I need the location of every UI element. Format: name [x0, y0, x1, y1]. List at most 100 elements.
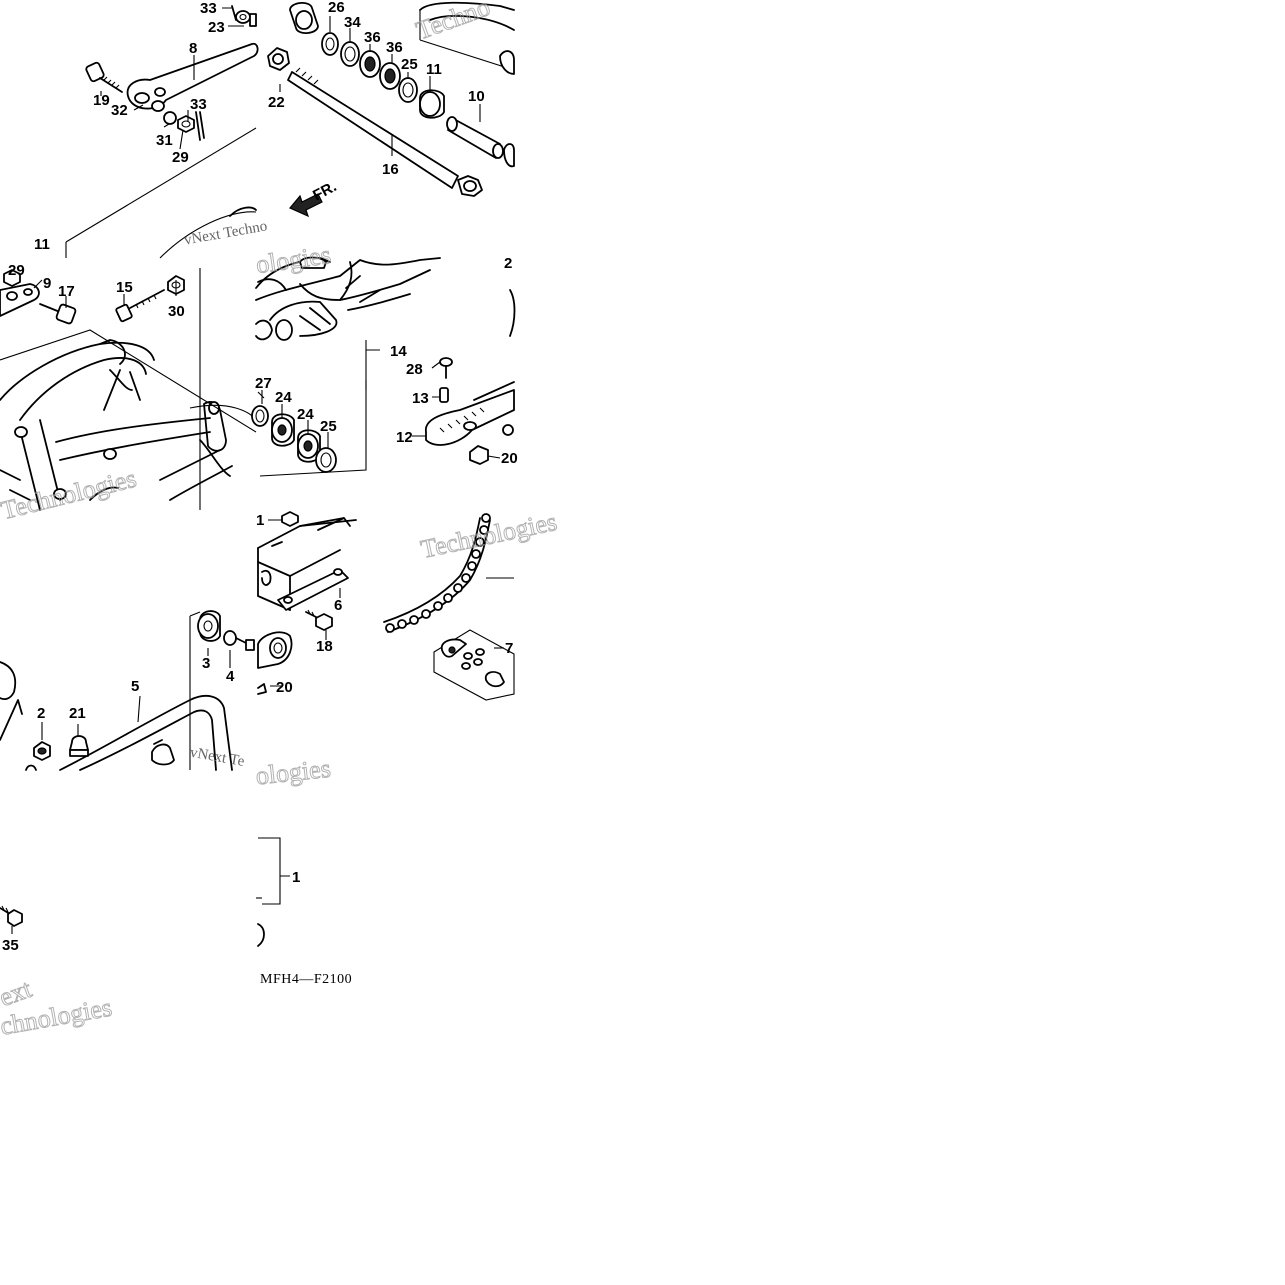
slider-12: [425, 381, 515, 446]
callout-10: 10: [468, 88, 485, 105]
callout-11: 11: [34, 236, 50, 253]
bolt-35: [0, 905, 23, 934]
callout-4: 4: [226, 668, 235, 685]
callout-2: 2: [504, 255, 512, 272]
tile-chain-slider: [412, 289, 516, 465]
callout-3: 3: [202, 655, 210, 672]
washer-32: [151, 100, 165, 112]
nut-20a: [469, 445, 489, 465]
bolt-33-23: [231, 5, 257, 27]
bracket-9: [0, 283, 40, 317]
watermark: Technologies: [0, 464, 139, 526]
callout-30: 30: [168, 303, 185, 320]
nut-29b: [3, 269, 21, 287]
seal-26: [321, 32, 339, 56]
callout-14: 14: [390, 343, 407, 360]
callout-26: 26: [328, 0, 345, 16]
callout-33: 33: [190, 96, 207, 113]
nut-2: [33, 741, 51, 761]
callout-18: 18: [316, 638, 333, 655]
tile-pivot: FR.: [267, 1, 515, 218]
watermark: ologies: [254, 240, 332, 279]
callout-35: 35: [2, 937, 19, 954]
callout-25: 25: [401, 56, 418, 73]
nut-29: [177, 115, 195, 133]
callout-6: 6: [334, 597, 342, 614]
tile-step-bar: [0, 610, 293, 771]
callout-1: 1: [256, 512, 264, 529]
diagram-code: MFH4—F2100: [260, 972, 352, 987]
bracket-end: [257, 631, 293, 669]
ring-27: [251, 405, 269, 427]
seal-25a: [398, 77, 418, 103]
callout-31: 31: [156, 132, 173, 149]
callout-23: 23: [208, 19, 225, 36]
callout-32: 32: [111, 102, 128, 119]
bearing-24a: [271, 413, 295, 447]
bolt-17: [39, 303, 77, 325]
callout-15: 15: [116, 279, 133, 296]
bolt-18: [305, 609, 333, 631]
swingarm-14-frame: [0, 339, 233, 511]
callout-17: 17: [58, 283, 75, 300]
callout-28: 28: [406, 361, 423, 378]
rubber-3: [197, 610, 221, 642]
washer-31: [163, 111, 177, 125]
callout-16: 16: [382, 161, 399, 178]
collar-13: [439, 387, 449, 403]
callout-25: 25: [320, 418, 337, 435]
bolt-15: [115, 289, 165, 323]
callout-36: 36: [386, 39, 403, 56]
callout-34: 34: [344, 14, 361, 31]
tile-swingarm-pivot: [251, 256, 441, 477]
seal-25b: [315, 447, 337, 473]
tile-kit: [0, 837, 290, 947]
bearing-36b: [379, 62, 401, 90]
seal-34: [340, 41, 360, 67]
bearing-36a: [359, 50, 381, 78]
callout-22: 22: [268, 94, 285, 111]
collar-11: [419, 89, 445, 119]
callout-13: 13: [412, 390, 429, 407]
drive-chain-7: [383, 513, 514, 633]
tile-swingarm: [0, 268, 265, 511]
master-link-7: [433, 629, 515, 701]
callout-24: 24: [275, 389, 292, 406]
watermark: vNext Techno: [183, 218, 269, 248]
callout-1: 1: [292, 869, 300, 886]
nut-1: [281, 511, 299, 527]
callout-12: 12: [396, 429, 413, 446]
callout-8: 8: [189, 40, 197, 57]
collar-4: [223, 630, 255, 651]
callout-labels: 33 23 8 19 32 33 31 29 26 34 36 36 25 11…: [2, 0, 518, 954]
callout-7: 7: [505, 640, 513, 657]
callout-29: 29: [8, 262, 25, 279]
callout-27: 27: [255, 375, 272, 392]
callout-20: 20: [501, 450, 518, 467]
callout-19: 19: [93, 92, 110, 109]
pivot-shaft-16: [287, 67, 483, 197]
callout-33: 33: [200, 0, 217, 17]
callout-20: 20: [276, 679, 293, 696]
arm-8: [126, 42, 259, 110]
callout-21: 21: [69, 705, 86, 722]
tile-brake-arm: [65, 5, 259, 259]
callout-2: 2: [37, 705, 45, 722]
spacer-10: [446, 116, 504, 159]
cotter-pin-33: [195, 111, 205, 141]
callout-9: 9: [43, 275, 51, 292]
callout-24: 24: [297, 406, 314, 423]
cap-nut-21: [69, 735, 89, 757]
bolt-19: [85, 61, 123, 93]
guard-plate-6: [277, 568, 349, 611]
direction-arrow-icon: FR.: [289, 178, 339, 218]
tile-chain-case: [257, 511, 515, 701]
nut-22: [267, 47, 290, 71]
callout-11: 11: [426, 61, 442, 78]
collar-top: [289, 2, 319, 34]
callout-5: 5: [131, 678, 139, 695]
watermark: vNext Te: [189, 745, 246, 770]
watermark: ologies: [254, 754, 332, 791]
callout-36: 36: [364, 29, 381, 46]
